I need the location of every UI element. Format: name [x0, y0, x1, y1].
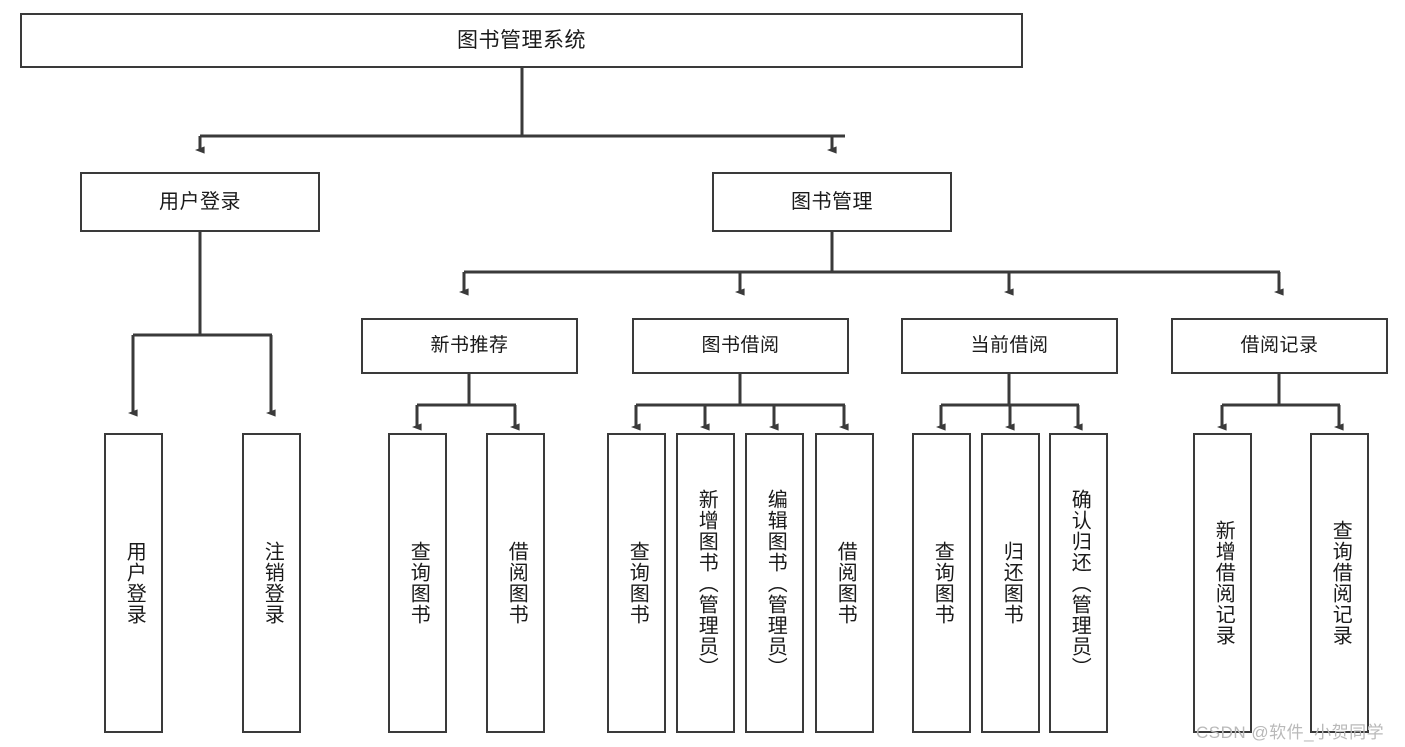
node-leaf-logout[interactable]: 注销登录	[242, 433, 301, 733]
node-borrow-record-label: 借阅记录	[1240, 335, 1319, 357]
node-leaf-query-book-borrow-label: 查询图书	[626, 541, 649, 625]
node-book-borrow-label: 图书借阅	[701, 335, 780, 357]
node-leaf-query-book-current[interactable]: 查询图书	[912, 433, 971, 733]
node-current-borrow[interactable]: 当前借阅	[901, 318, 1118, 374]
node-leaf-logout-label: 注销登录	[261, 541, 284, 625]
node-leaf-query-book-rec-label: 查询图书	[407, 541, 430, 625]
node-current-borrow-label: 当前借阅	[970, 335, 1049, 357]
node-user-login[interactable]: 用户登录	[80, 172, 320, 232]
node-leaf-add-record[interactable]: 新增借阅记录	[1193, 433, 1252, 733]
node-leaf-query-book-current-label: 查询图书	[931, 541, 954, 625]
node-leaf-add-book[interactable]: 新增图书（管理员）	[676, 433, 735, 733]
node-new-book-recommend-label: 新书推荐	[430, 335, 509, 357]
node-leaf-query-record-label: 查询借阅记录	[1329, 520, 1352, 646]
node-user-login-label: 用户登录	[159, 190, 241, 213]
node-leaf-confirm-return[interactable]: 确认归还（管理员）	[1049, 433, 1108, 733]
node-leaf-return-book[interactable]: 归还图书	[981, 433, 1040, 733]
node-leaf-add-book-label: 新增图书（管理员）	[695, 488, 718, 678]
node-leaf-query-book-rec[interactable]: 查询图书	[388, 433, 447, 733]
node-leaf-add-record-label: 新增借阅记录	[1212, 520, 1235, 646]
node-new-book-recommend[interactable]: 新书推荐	[361, 318, 578, 374]
csdn-watermark: CSDN @软件_小贺同学	[1196, 723, 1385, 742]
node-leaf-edit-book-label: 编辑图书（管理员）	[764, 488, 787, 678]
node-book-manage-label: 图书管理	[791, 190, 873, 213]
node-borrow-record[interactable]: 借阅记录	[1171, 318, 1388, 374]
node-leaf-query-record[interactable]: 查询借阅记录	[1310, 433, 1369, 733]
node-leaf-borrow-book-rec[interactable]: 借阅图书	[486, 433, 545, 733]
node-root-label: 图书管理系统	[457, 28, 586, 52]
node-leaf-borrow-book-rec-label: 借阅图书	[505, 541, 528, 625]
node-leaf-query-book-borrow[interactable]: 查询图书	[607, 433, 666, 733]
node-leaf-edit-book[interactable]: 编辑图书（管理员）	[745, 433, 804, 733]
node-leaf-borrow-book[interactable]: 借阅图书	[815, 433, 874, 733]
node-book-manage[interactable]: 图书管理	[712, 172, 952, 232]
node-book-borrow[interactable]: 图书借阅	[632, 318, 849, 374]
node-leaf-user-login-label: 用户登录	[123, 541, 146, 625]
node-leaf-user-login[interactable]: 用户登录	[104, 433, 163, 733]
node-leaf-confirm-return-label: 确认归还（管理员）	[1068, 488, 1091, 678]
node-leaf-return-book-label: 归还图书	[1000, 541, 1023, 625]
node-leaf-borrow-book-label: 借阅图书	[834, 541, 857, 625]
node-root[interactable]: 图书管理系统	[20, 13, 1023, 68]
